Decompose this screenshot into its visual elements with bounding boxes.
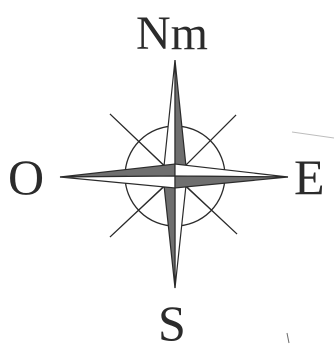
cardinal-points: [60, 60, 288, 288]
stray-mark: [292, 132, 334, 138]
east-label: E: [294, 152, 325, 202]
south-label: S: [158, 298, 186, 348]
north-label: Nm: [136, 10, 208, 58]
west-label: O: [8, 152, 44, 202]
stray-mark: [287, 333, 289, 343]
